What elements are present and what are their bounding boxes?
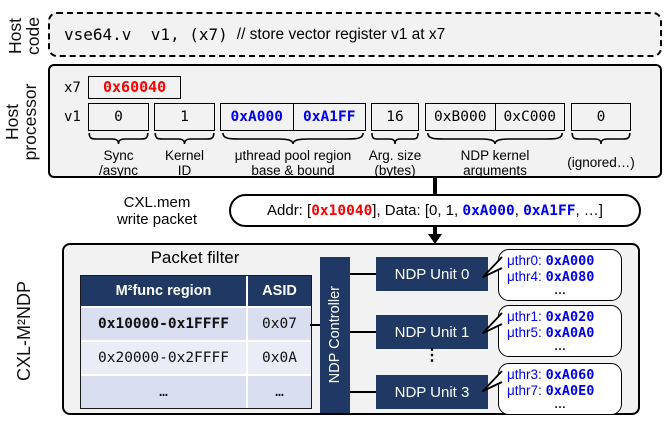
host-code-box: vse64.v v1, (x7) // store vector registe… bbox=[48, 12, 662, 57]
uthread-address: 0xA000 bbox=[545, 253, 595, 269]
host-code-label: Host code bbox=[5, 17, 43, 55]
table-to-controller-line bbox=[310, 324, 320, 327]
bubble-tail-icon bbox=[482, 370, 503, 392]
table-row-region: … bbox=[81, 376, 246, 408]
table-header-region: M²func region bbox=[81, 276, 246, 306]
v1-group-ignored: 0 (ignored…) bbox=[567, 103, 635, 170]
v1-cell: 0xA1FF bbox=[292, 104, 366, 130]
controller-to-unit3-line bbox=[350, 391, 376, 394]
uthread-bubble-0: μthr0: 0xA000 μthr4: 0xA080 … bbox=[482, 249, 622, 301]
x7-register-label: x7 bbox=[64, 79, 81, 96]
brace-icon bbox=[571, 132, 631, 145]
controller-to-unit0-line bbox=[350, 273, 376, 276]
ndp-unit-0-box: NDP Unit 0 bbox=[376, 257, 488, 291]
v1-group-label: μthread pool region base & bound bbox=[234, 148, 352, 179]
instruction-comment: // store vector register v1 at x7 bbox=[236, 25, 446, 43]
packet-suffix: , …] bbox=[575, 202, 603, 219]
v1-register-label: v1 bbox=[64, 109, 81, 125]
uthread-address: 0xA060 bbox=[545, 367, 595, 383]
uthread-address: 0xA0E0 bbox=[545, 383, 595, 400]
v1-register-row: v1 0 Sync /async 1 Kernel ID 0xA000 0xA1… bbox=[64, 103, 635, 178]
brace-icon bbox=[88, 132, 149, 145]
packet-data-value-1: 0xA000 bbox=[462, 202, 515, 219]
v1-cell: 0xC000 bbox=[494, 104, 565, 130]
table-row-region: 0x10000-0x1FFFF bbox=[81, 308, 246, 340]
cxl-mem-packet-label: CXL.mem write packet bbox=[116, 194, 198, 228]
packet-filter-title: Packet filter bbox=[150, 248, 240, 267]
bubble-tail-icon bbox=[482, 312, 503, 334]
bubble-ellipsis: … bbox=[554, 396, 566, 411]
packet-data-value-2: 0xA1FF bbox=[523, 202, 576, 219]
v1-group-label: Sync /async bbox=[98, 148, 139, 179]
uthread-label: μthr3: bbox=[507, 367, 542, 382]
packet-to-cxl-line bbox=[433, 227, 437, 235]
v1-cell: 0xB000 bbox=[434, 109, 487, 125]
v1-cell: 1 bbox=[180, 109, 189, 125]
table-row-asid: … bbox=[248, 376, 311, 408]
x7-register-row: x7 0x60040 bbox=[64, 76, 182, 99]
v1-group-label: (ignored…) bbox=[567, 155, 635, 170]
ndp-controller-label: NDP Controller bbox=[327, 286, 343, 384]
ndp-unit-1-box: NDP Unit 1 bbox=[376, 315, 488, 349]
v1-group-arg-size: 16 Arg. size (bytes) bbox=[369, 103, 421, 178]
packet-bubble: Addr: [0x10040], Data: [0, 1, 0xA000, 0x… bbox=[229, 194, 641, 227]
controller-to-unit1-line bbox=[350, 331, 376, 334]
v1-group-sync: 0 Sync /async bbox=[88, 103, 149, 178]
uthread-label: μthr7: bbox=[507, 383, 542, 399]
brace-icon bbox=[425, 132, 565, 145]
instruction-text: vse64.v v1, (x7) bbox=[64, 25, 228, 44]
uthread-bubble-1: μthr1: 0xA020 μthr5: 0xA0A0 … bbox=[482, 305, 622, 357]
v1-cell-groups: 0 Sync /async 1 Kernel ID 0xA000 0xA1FF … bbox=[88, 103, 635, 178]
ndp-unit-3-box: NDP Unit 3 bbox=[376, 375, 488, 409]
packet-filter-table: M²func region ASID 0x10000-0x1FFFF 0x07 … bbox=[80, 275, 312, 409]
brace-icon bbox=[220, 132, 366, 145]
v1-group-label: Kernel ID bbox=[164, 148, 205, 179]
bubble-tail-icon bbox=[482, 256, 503, 278]
processor-to-packet-line bbox=[433, 178, 437, 196]
uthread-label: μthr0: bbox=[507, 253, 542, 268]
uthread-address: 0xA080 bbox=[545, 269, 595, 286]
packet-comma: , bbox=[514, 202, 524, 219]
uthread-bubble-3: μthr3: 0xA060 μthr7: 0xA0E0 … bbox=[482, 363, 622, 415]
v1-group-pool-region: 0xA000 0xA1FF μthread pool region base &… bbox=[220, 103, 366, 178]
v1-group-kernel-id: 1 Kernel ID bbox=[154, 103, 215, 178]
cxl-m2ndp-label: CXL-M²NDP bbox=[13, 280, 34, 382]
uthread-address: 0xA020 bbox=[545, 309, 595, 325]
v1-group-kernel-args: 0xB000 0xC000 NDP kernel arguments bbox=[425, 103, 565, 178]
v1-group-label: NDP kernel arguments bbox=[460, 148, 530, 179]
v1-cell: 0 bbox=[596, 109, 606, 125]
uthread-label: μthr4: bbox=[507, 269, 542, 285]
table-row-asid: 0x07 bbox=[248, 308, 311, 340]
v1-cell: 0xA000 bbox=[230, 109, 283, 125]
ndp-controller-box: NDP Controller bbox=[320, 257, 350, 413]
x7-value-box: 0x60040 bbox=[88, 76, 182, 99]
uthread-label: μthr5: bbox=[507, 325, 542, 341]
v1-cell: 16 bbox=[386, 109, 404, 125]
cxl-m2ndp-box: Packet filter M²func region ASID 0x10000… bbox=[62, 243, 640, 415]
brace-icon bbox=[371, 132, 419, 145]
vertical-ellipsis: ⋮ bbox=[424, 347, 440, 364]
host-processor-label: Host processor bbox=[2, 83, 40, 161]
host-processor-box: x7 0x60040 v1 0 Sync /async 1 Kernel ID bbox=[48, 64, 662, 178]
packet-addr-prefix: Addr: [ bbox=[267, 202, 312, 219]
bubble-ellipsis: … bbox=[554, 282, 566, 297]
v1-group-label: Arg. size (bytes) bbox=[368, 148, 422, 179]
table-row-region: 0x20000-0x2FFFF bbox=[81, 342, 246, 374]
packet-addr-value: 0x10040 bbox=[311, 202, 373, 219]
table-header-asid: ASID bbox=[248, 276, 311, 306]
bubble-ellipsis: … bbox=[554, 338, 566, 353]
packet-mid-text: ], Data: [0, 1, bbox=[372, 202, 463, 219]
uthread-address: 0xA0A0 bbox=[545, 325, 595, 342]
brace-icon bbox=[154, 132, 215, 145]
table-row-asid: 0x0A bbox=[248, 342, 311, 374]
down-arrow-icon bbox=[428, 234, 442, 244]
uthread-label: μthr1: bbox=[507, 309, 542, 324]
v1-cell: 0 bbox=[114, 109, 123, 125]
